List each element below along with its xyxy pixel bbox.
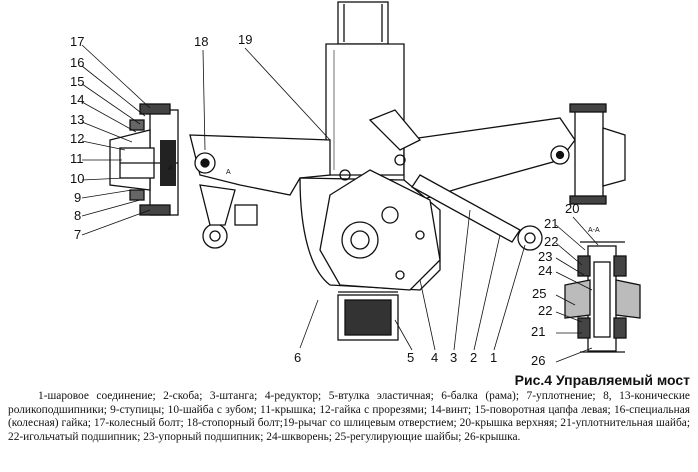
tie-rod (199, 174, 543, 251)
callout-19: 19 (238, 32, 252, 47)
callout-14: 14 (70, 92, 84, 107)
callout-16: 16 (70, 55, 84, 70)
callout-21-bottom: 21 (531, 324, 545, 339)
callout-5: 5 (407, 350, 414, 365)
callout-9: 9 (74, 190, 81, 205)
callout-22-bottom: 22 (538, 303, 552, 318)
callout-2: 2 (470, 350, 477, 365)
callout-11: 11 (70, 151, 84, 166)
callouts-top: 18 19 (194, 32, 252, 49)
figure-legend: 1-шаровое соединение; 2-скоба; 3-штанга;… (8, 390, 690, 443)
callout-4: 4 (431, 350, 438, 365)
callout-18: 18 (194, 34, 208, 49)
mark-a-left: А (226, 169, 231, 176)
section-label: А-А (588, 227, 600, 234)
callout-20: 20 (565, 201, 579, 216)
callout-7: 7 (74, 227, 81, 242)
callout-26: 26 (531, 353, 545, 368)
elastic-bushing (337, 291, 399, 341)
callout-6: 6 (294, 350, 301, 365)
callout-10: 10 (70, 171, 84, 186)
callout-22-top: 22 (544, 234, 558, 249)
section-a-a (564, 241, 641, 353)
callout-8: 8 (74, 208, 81, 223)
callouts-bottom: 6 5 4 3 2 1 (294, 350, 497, 365)
callout-13: 13 (70, 112, 84, 127)
leader-lines (81, 44, 599, 363)
callout-25: 25 (532, 286, 546, 301)
callout-1: 1 (490, 350, 497, 365)
callout-24: 24 (538, 263, 552, 278)
callout-12: 12 (70, 131, 84, 146)
left-hub (109, 103, 216, 216)
callouts-left: 17 16 15 14 13 12 11 10 9 8 7 (70, 34, 84, 242)
right-hub (550, 103, 626, 205)
callout-3: 3 (450, 350, 457, 365)
callouts-section: 20 21 22 23 24 25 22 21 26 (531, 201, 579, 368)
steering-axle-drawing: 17 16 15 14 13 12 11 10 9 8 7 18 19 6 5 … (70, 1, 641, 368)
mark-a-hub: А (168, 165, 173, 172)
callout-23: 23 (538, 249, 552, 264)
figure-title: Рис.4 Управляемый мост (514, 372, 690, 388)
callout-15: 15 (70, 74, 84, 89)
callout-17: 17 (70, 34, 84, 49)
callout-21-top: 21 (544, 216, 558, 231)
upper-column (325, 1, 405, 176)
reducer (319, 109, 441, 291)
